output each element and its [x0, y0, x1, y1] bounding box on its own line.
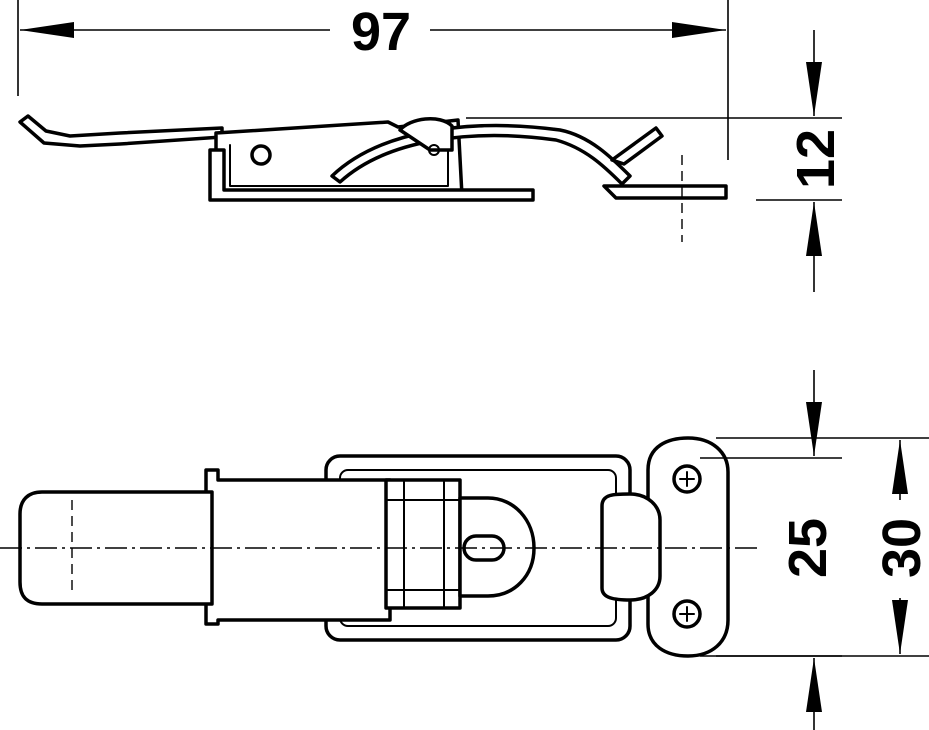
dim-side-height-label: 12: [786, 129, 846, 189]
top-view: [0, 436, 760, 658]
top-catch-loop: [600, 492, 662, 602]
top-lever-body: [204, 468, 392, 626]
side-view: [18, 114, 728, 242]
dim-plate-width-label: 30: [872, 518, 929, 578]
dim-side-height: 12: [466, 30, 846, 292]
dim-hole-spacing-label: 25: [778, 518, 838, 578]
dim-overall-length-label: 97: [351, 2, 411, 62]
side-pivot-hole: [250, 144, 272, 166]
side-bow-rivet: [428, 144, 440, 156]
side-base-plate: [208, 148, 535, 202]
top-catch-plate: [646, 436, 730, 658]
side-bow-knuckle: [398, 117, 454, 152]
top-hinge-block: [384, 478, 462, 610]
side-catch-plate: [602, 184, 728, 200]
dim-plate-width: 30: [716, 437, 929, 657]
side-catch-hook: [610, 126, 664, 166]
side-lever-inner: [229, 144, 449, 187]
side-handle: [18, 114, 224, 148]
dim-overall-length: 97: [17, 0, 729, 160]
